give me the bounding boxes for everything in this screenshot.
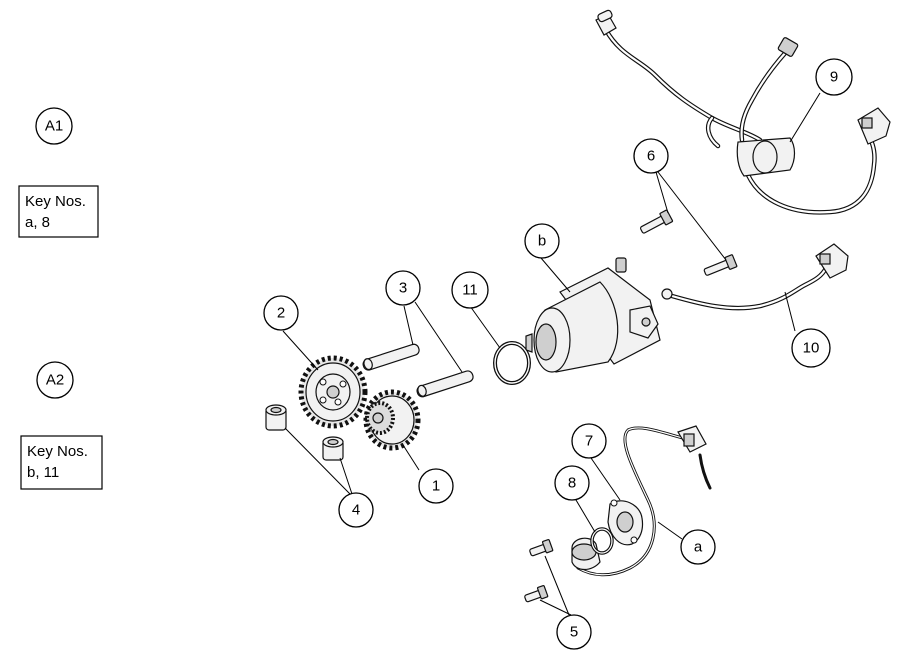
cable	[661, 243, 849, 311]
callout-2-label: 2	[277, 305, 285, 322]
callout-b-label: b	[538, 233, 546, 250]
key-box-a2: Key Nos. b, 11	[20, 435, 103, 490]
callout-7-label: 7	[585, 433, 593, 450]
callout-10-label: 10	[803, 340, 820, 357]
sensor-assembly	[571, 425, 712, 577]
callout-b: b	[524, 223, 560, 259]
callout-1-label: 1	[432, 478, 440, 495]
callout-a1-label: A1	[45, 118, 63, 135]
callout-3: 3	[385, 270, 421, 306]
callout-11: 11	[451, 271, 489, 309]
key-box-a2-title: Key Nos.	[27, 443, 88, 460]
wire-harness	[595, 9, 891, 215]
starter-idle-gear	[363, 389, 421, 451]
starter-motor	[525, 257, 661, 373]
callout-9: 9	[815, 58, 853, 96]
bolts-6	[639, 209, 738, 276]
callout-3-label: 3	[399, 280, 407, 297]
key-box-a1-title: Key Nos.	[25, 193, 86, 210]
callout-10: 10	[791, 328, 831, 368]
key-box-a2-items: b, 11	[27, 464, 59, 481]
callout-4: 4	[338, 492, 374, 528]
leader-lines	[282, 92, 821, 616]
callout-a2: A2	[36, 361, 74, 399]
key-box-a1-items: a, 8	[25, 214, 50, 231]
callout-9-label: 9	[830, 69, 838, 86]
o-ring-8	[590, 527, 614, 555]
callout-a-label: a	[694, 539, 703, 556]
callout-a: a	[680, 529, 716, 565]
callout-a2-label: A2	[46, 372, 64, 389]
bushings	[265, 404, 344, 461]
callout-8: 8	[554, 465, 590, 501]
key-box-a1: Key Nos. a, 8	[18, 185, 99, 238]
bolts-5	[524, 538, 554, 603]
o-ring-11	[493, 341, 531, 385]
callout-5-label: 5	[570, 624, 578, 641]
callout-6-label: 6	[647, 148, 655, 165]
gear-shafts	[362, 343, 474, 398]
callout-6: 6	[633, 138, 669, 174]
callout-a1: A1	[35, 107, 73, 145]
callout-8-label: 8	[568, 475, 576, 492]
callout-7: 7	[571, 423, 607, 459]
callout-11-label: 11	[462, 282, 478, 299]
gasket-plate	[607, 499, 644, 546]
callout-2: 2	[263, 295, 299, 331]
starter-drive-gear	[298, 355, 368, 429]
callout-4-label: 4	[352, 502, 360, 519]
callout-5: 5	[556, 614, 592, 650]
callout-1: 1	[418, 468, 454, 504]
